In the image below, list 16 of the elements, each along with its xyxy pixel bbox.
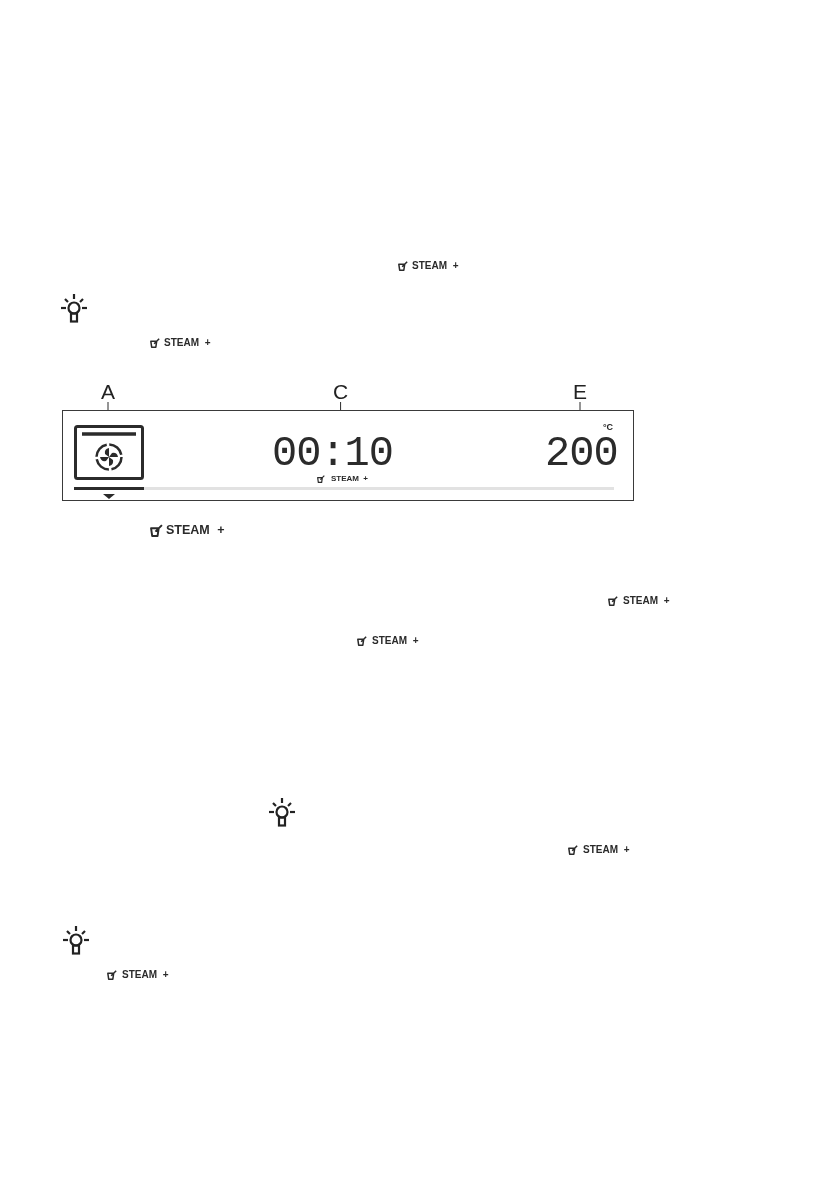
- steam-label: STEAM +: [372, 636, 419, 646]
- callout-letter: C: [333, 381, 349, 402]
- temperature-display: 200: [545, 437, 618, 471]
- unit-label: °C: [603, 423, 614, 432]
- oven-fan-icon: [74, 425, 144, 480]
- steam-label: STEAM +: [583, 845, 630, 855]
- steam-label: STEAM +: [164, 338, 211, 348]
- steam-label: STEAM +: [623, 596, 670, 606]
- steam-label: STEAM +: [331, 475, 368, 483]
- steam-label: STEAM +: [412, 261, 459, 271]
- time-display: 00:10: [272, 437, 394, 471]
- steam-label: STEAM +: [166, 524, 225, 537]
- display-panel: [62, 410, 634, 501]
- steam-label: STEAM +: [122, 970, 169, 980]
- callout-letter: E: [573, 381, 587, 402]
- callout-letter: A: [101, 381, 115, 402]
